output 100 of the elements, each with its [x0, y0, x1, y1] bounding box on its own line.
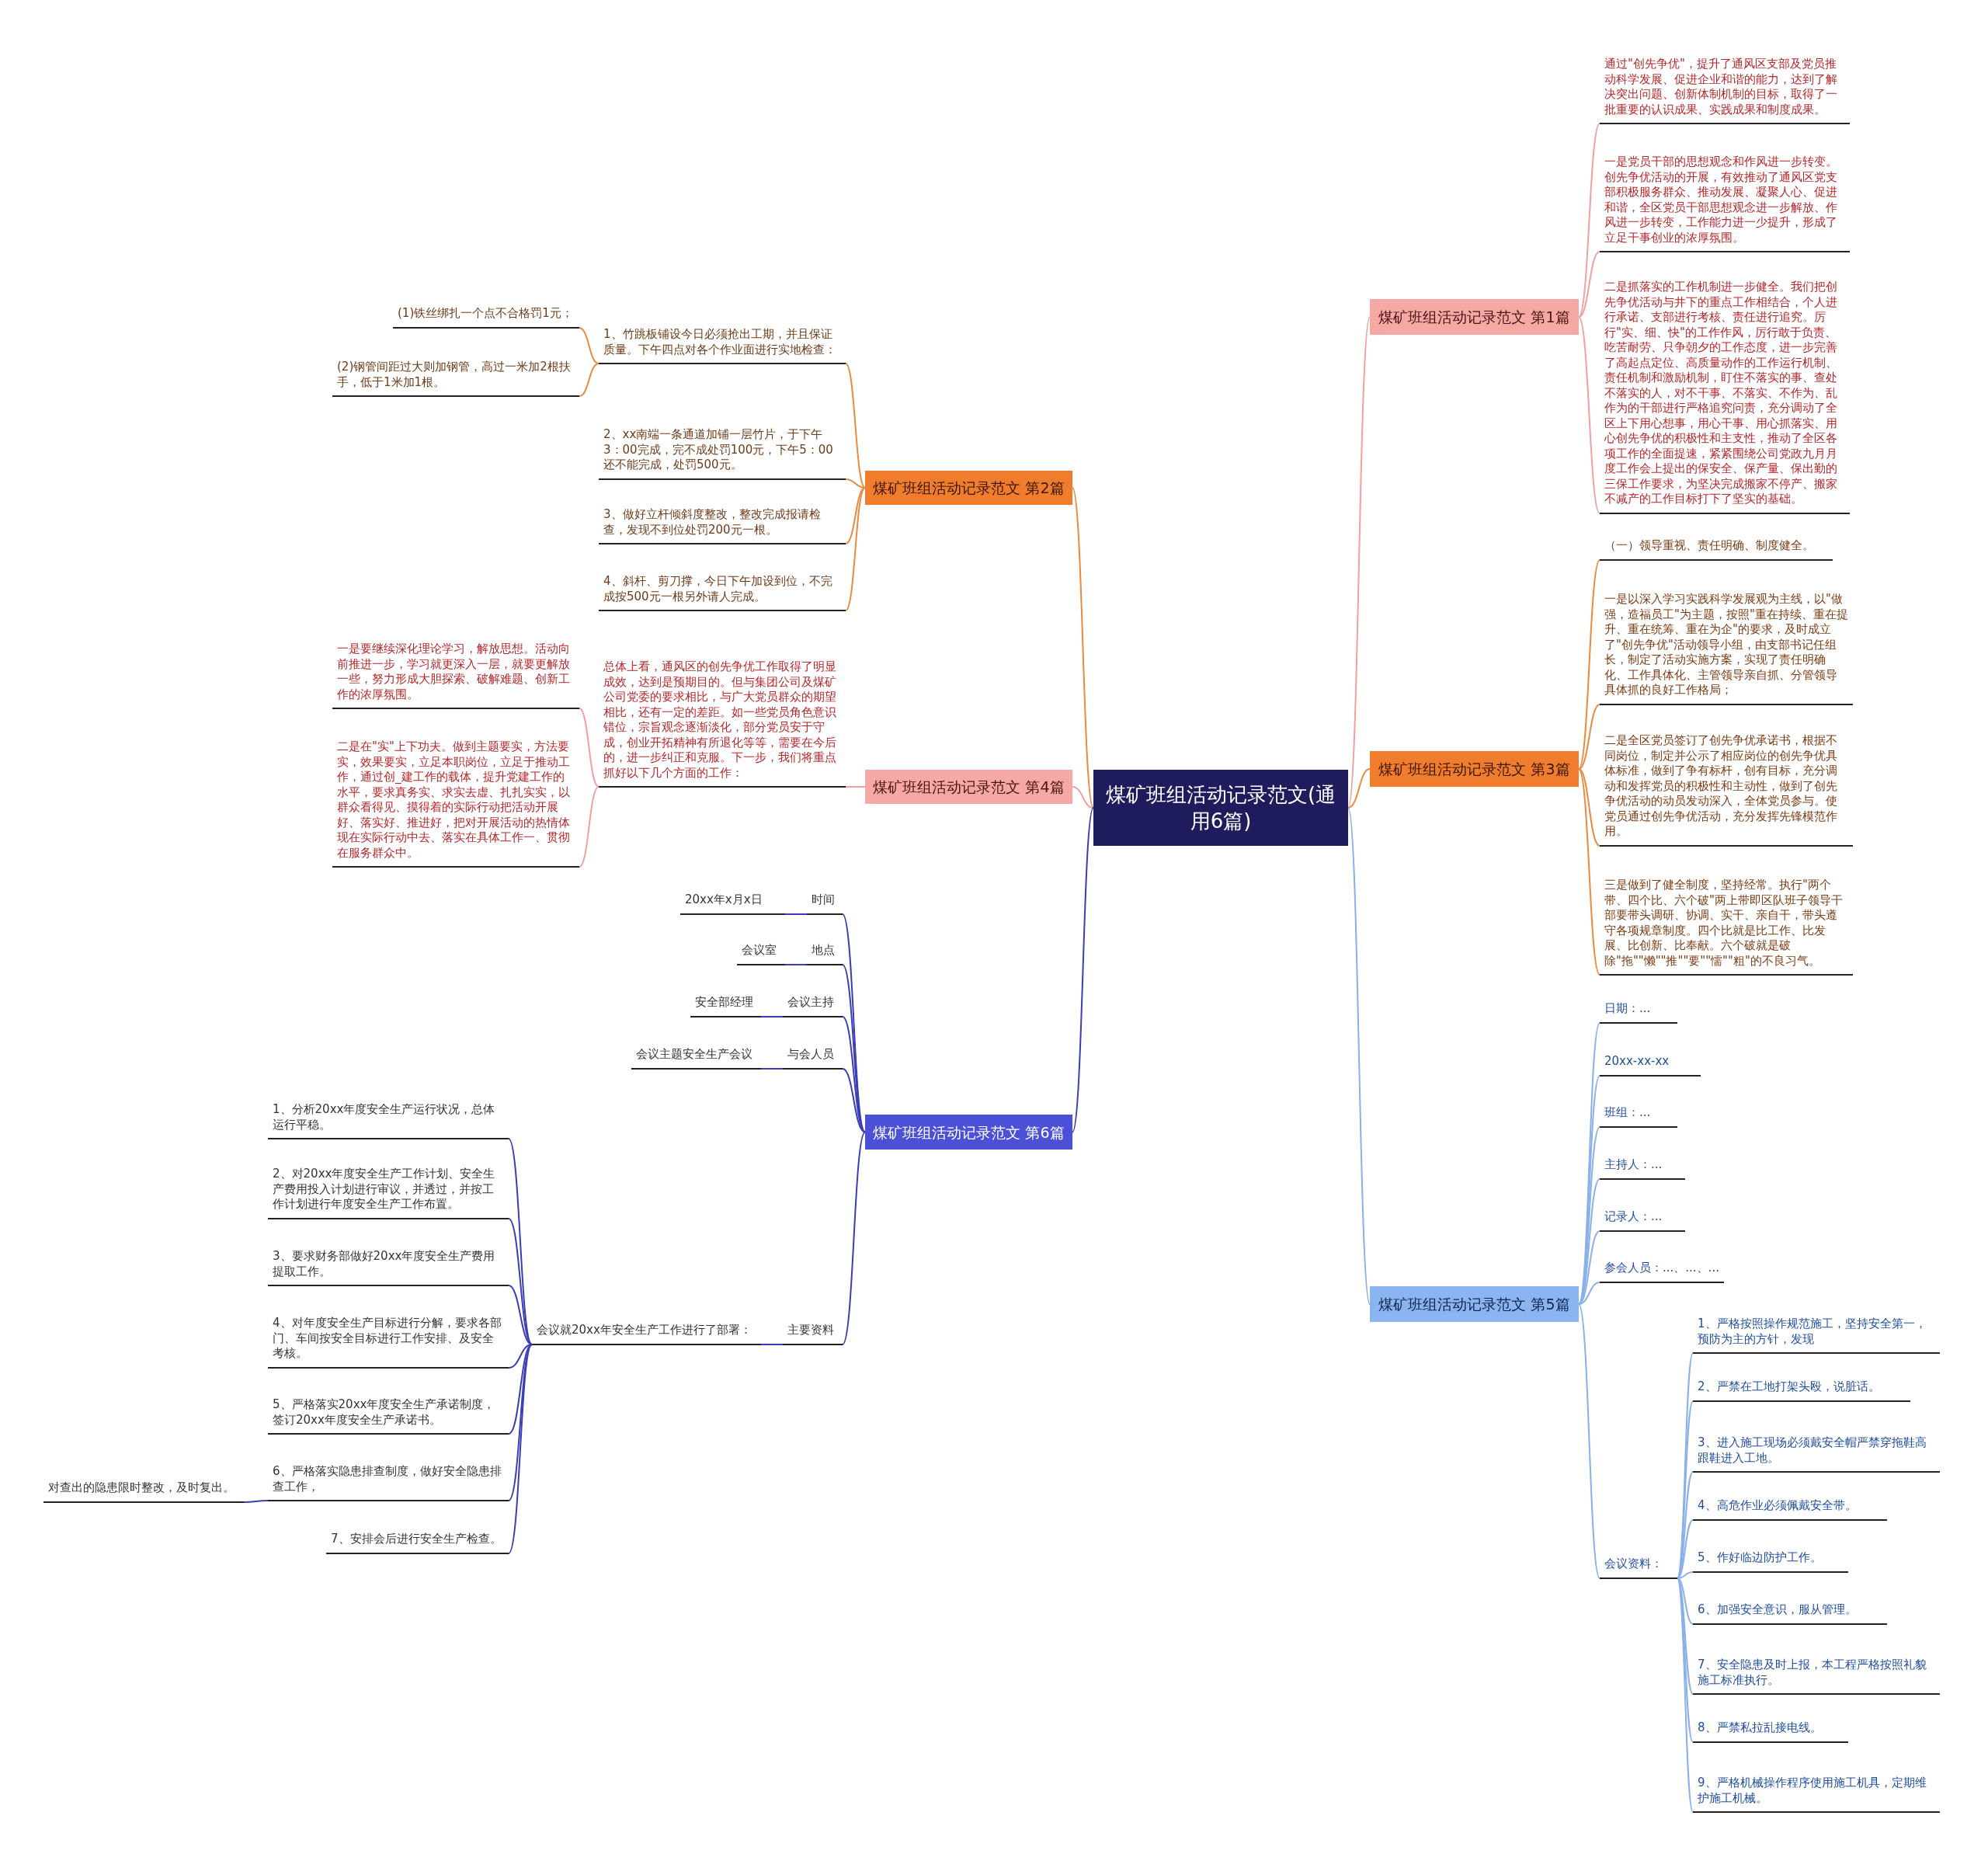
- subtopic-item: 1、竹跳板铺设今日必须抢出工期，并且保证质量。下午四点对各个作业面进行实地检查：: [599, 324, 846, 364]
- subtopic-item: 会议就20xx年安全生产工作进行了部署：: [532, 1320, 761, 1345]
- subtopic-item: 5、作好临边防护工作。: [1693, 1547, 1848, 1573]
- connector-line: [784, 964, 808, 965]
- subtopic-item: 主要资料: [783, 1320, 843, 1345]
- subtopic-item: 9、严格机械操作程序使用施工机具，定期维护施工机械。: [1693, 1772, 1940, 1813]
- subtopic-item: 一是以深入学习实践科学发展观为主线，以"做强，造福员工"为主题，按照"重在持续、重在提升、重在统筹、重在为企"的要求，及时成立了"创先争优"活动领导小组，由支部书记任组长，制定了活动实施方案，实现了责任明确化、工作具体化、主管领导亲自抓、分管领导具体抓的良好工作格局；: [1600, 589, 1853, 705]
- subtopic-item: 二是全区党员签订了创先争优承诺书，根据不同岗位，制定并公示了相应岗位的创先争优具体标准，做到了争有标杆，创有目标，充分调动和发挥党员的积极性和主动性，做到了创先争优活动的动员发动深入，全体党员参与。使党员通过创先争优活动，充分发挥先锋模范作用。: [1600, 730, 1853, 847]
- connector-line: [1072, 786, 1094, 809]
- subtopic-item: 7、安全隐患及时上报，本工程严格按照礼貌施工标准执行。: [1693, 1654, 1940, 1695]
- connector-line: [1072, 487, 1094, 809]
- connector-line: [1072, 807, 1094, 1133]
- subtopic-item: 记录人：...: [1600, 1206, 1685, 1232]
- connector-line: [1677, 1578, 1694, 1813]
- connector-line: [845, 363, 866, 489]
- connector-line: [1578, 1282, 1600, 1305]
- subtopic-item: 3、做好立杆倾斜度整改，整改完成报请检查，发现不到位处罚200元一根。: [599, 504, 846, 544]
- connector-line: [508, 1285, 533, 1345]
- subtopic-item: 2、严禁在工地打架头殴，说脏话。: [1693, 1376, 1910, 1402]
- subtopic-item: 参会人员：...、...、...: [1600, 1257, 1724, 1283]
- branch-topic-box: 煤矿班组活动记录范文 第6篇: [865, 1115, 1072, 1150]
- central-topic-box: 煤矿班组活动记录范文(通用6篇): [1093, 770, 1348, 846]
- subtopic-item: 2、对20xx年度安全生产工作计划、安全生产费用投入计划进行审议，并透过，并按工作计划进行年度安全生产工作布置。: [268, 1164, 509, 1219]
- connector-line: [1677, 1578, 1694, 1625]
- connector-line: [1578, 768, 1600, 976]
- connector-line: [842, 964, 866, 1133]
- subtopic-item: 20xx-xx-xx: [1600, 1051, 1701, 1077]
- connector-line: [1578, 559, 1600, 770]
- connector-line: [1578, 704, 1600, 770]
- connector-line: [1677, 1578, 1694, 1743]
- connector-line: [1347, 768, 1371, 809]
- subtopic-item: 与会人员: [783, 1044, 843, 1070]
- subtopic-item: 一是要继续深化理论学习，解放思想。活动向前推进一步，学习就更深入一层，就要更解放一些，努力形成大胆探索、破解难题、创新工作的浓厚氛围。: [332, 638, 579, 709]
- subtopic-item: 20xx年x月x日: [680, 889, 785, 915]
- branch-topic-box: 煤矿班组活动记录范文 第3篇: [1370, 751, 1579, 787]
- subtopic-item: 8、严禁私拉乱接电线。: [1693, 1717, 1848, 1743]
- subtopic-item: 二是在"实"上下功夫。做到主题要实，方法要实，效果要实，立足本职岗位，立足于推动工作，通过创_建工作的载体，提升党建工作的水平，要求真务实、求实去虚、扎扎实实，以群众看得见、摸得着的实际行动把活动开展好、落实好、推进好，把对开展活动的热情体现在实际行动中去、落实在具体工作一、贯彻在服务群众中。: [332, 736, 579, 868]
- connector-line: [845, 487, 866, 544]
- connector-line: [1578, 123, 1600, 318]
- subtopic-item: 会议资料：: [1600, 1553, 1677, 1579]
- subtopic-item: 3、进入施工现场必须戴安全帽严禁穿拖鞋高跟鞋进入工地。: [1693, 1432, 1940, 1473]
- connector-line: [1578, 251, 1600, 318]
- connector-line: [842, 1131, 866, 1345]
- subtopic-item: 6、严格落实隐患排查制度，做好安全隐患排查工作，: [268, 1461, 509, 1501]
- connector-line: [508, 1218, 533, 1345]
- subtopic-item: 6、加强安全意识，服从管理。: [1693, 1599, 1887, 1625]
- branch-topic-box: 煤矿班组活动记录范文 第4篇: [865, 770, 1072, 804]
- subtopic-item: 一是党员干部的思想观念和作风进一步转变。创先争优活动的开展，有效推动了通风区党支部积极服务群众、推动发展、凝聚人心、促进和谐，全区党员干部思想观念进一步解放、作风进一步转变，工作能力进一少提升，形成了立足干事创业的浓厚氛围。: [1600, 151, 1850, 252]
- connector-line: [1677, 1571, 1694, 1579]
- subtopic-item: 时间: [807, 889, 843, 915]
- subtopic-item: (1)铁丝绑扎一个点不合格罚1元；: [393, 303, 579, 329]
- subtopic-item: 三是做到了健全制度，坚持经常。执行"两个带、四个比、六个破"两上带即区队班子领导干部要带头调研、协调、实干、亲自干，带头遵守各项规章制度。四个比就是比工作、比发展、比创新、比奉献。六个破就是破除"拖""懒""推""要""懦""粗"的不良习气。: [1600, 875, 1853, 976]
- branch-topic-box: 煤矿班组活动记录范文 第5篇: [1370, 1286, 1579, 1322]
- subtopic-item: 二是抓落实的工作机制进一步健全。我们把创先争优活动与井下的重点工作相结合，个人进行承诺、支部进行考核、责任进行追究。厉行"实、细、快"的工作作风，厉行敢于负责、吃苦耐劳、只争朝夕的工作态度，进一步完善了高起点定位、高质量动作的工作运行机制、责任机制和激励机制，盯住不落实的事、查处不落实的人，对不干事、不落实、不作为、乱作为的干部进行严格追究问责，充分调动了全区上下用心想事，用心干事、用心抓落实、用心创先争优的积极性和主支性，推动了全区各项工作的全面提速，紧紧围绕公司党政九月月度工作会上提出的保安全、保产量、保出勤的三保工作要求，为坚决完成搬家不停产、搬家不减产的工作目标打下了坚实的基础。: [1600, 277, 1850, 514]
- subtopic-item: 1、分析20xx年度安全生产运行状况，总体运行平稳。: [268, 1099, 509, 1139]
- subtopic-item: 安全部经理: [690, 992, 761, 1017]
- connector-line: [845, 487, 866, 611]
- subtopic-item: 会议室: [737, 940, 785, 965]
- connector-line: [508, 1344, 533, 1369]
- connector-line: [1578, 316, 1600, 514]
- connector-line: [1677, 1519, 1694, 1579]
- connector-line: [579, 363, 600, 397]
- connector-line: [1677, 1578, 1694, 1695]
- subtopic-item: 班组：...: [1600, 1102, 1677, 1128]
- subtopic-item: 7、安排会后进行安全生产检查。: [326, 1529, 509, 1554]
- subtopic-item: 地点: [807, 940, 843, 965]
- subtopic-item: 4、斜杆、剪刀撑，今日下午加设到位，不完成按500元一根另外请人完成。: [599, 571, 846, 611]
- subtopic-item: 5、严格落实20xx年度安全生产承诺制度，签订20xx年度安全生产承诺书。: [268, 1394, 509, 1435]
- connector-line: [579, 327, 600, 364]
- subtopic-item: 会议主题安全生产会议: [631, 1044, 761, 1070]
- subtopic-item: 4、高危作业必须佩戴安全带。: [1693, 1495, 1887, 1521]
- subtopic-item: 通过"创先争优"，提升了通风区支部及党员推动科学发展、促进企业和谐的能力，达到了解决突出问题、创新体制机制的目标，取得了一批重要的认识成果、实践成果和制度成果。: [1600, 54, 1850, 124]
- connector-line: [845, 786, 866, 788]
- connector-line: [760, 1344, 784, 1345]
- subtopic-item: 对查出的隐患限时整改，及时复出。: [43, 1477, 244, 1503]
- connector-line: [1578, 768, 1600, 847]
- subtopic-item: 总体上看，通风区的创先争优工作取得了明显成效，达到是预期目的。但与集团公司及煤矿公司党委的要求相比，与广大党员群众的期望相比，还有一定的差距。如一些党员角色意识错位，宗旨观念逐渐淡化，部分党员安于守成，创业开拓精神有所退化等等，需要在今后的，进一步纠正和克服。下一步，我们将重点抓好以下几个方面的工作：: [599, 656, 846, 788]
- connector-line: [760, 1016, 784, 1017]
- connector-line: [1578, 1303, 1600, 1579]
- connector-line: [579, 708, 600, 788]
- connector-line: [784, 913, 808, 915]
- subtopic-item: 2、xx南端一条通道加铺一层竹片，于下午3：00完成，完不成处罚100元，下午5：00还不能完成，处罚500元。: [599, 424, 846, 480]
- subtopic-item: 会议主持: [783, 992, 843, 1017]
- connector-line: [508, 1344, 533, 1435]
- subtopic-item: 主持人：...: [1600, 1154, 1685, 1180]
- branch-topic-box: 煤矿班组活动记录范文 第2篇: [865, 471, 1072, 505]
- subtopic-item: 4、对年度安全生产目标进行分解，要求各部门、车间按安全目标进行工作安排、及安全考核。: [268, 1313, 509, 1369]
- subtopic-item: (2)钢管间距过大则加钢管，高过一米加2根扶手，低于1米加1根。: [332, 357, 579, 397]
- subtopic-item: （一）领导重视、责任明确、制度健全。: [1600, 535, 1833, 561]
- connector-line: [579, 786, 600, 868]
- subtopic-item: 1、严格按照操作规范施工，坚持安全第一，预防为主的方针，发现: [1693, 1313, 1940, 1354]
- connector-line: [842, 1068, 866, 1133]
- subtopic-item: 日期：...: [1600, 998, 1677, 1024]
- connector-line: [1677, 1352, 1694, 1579]
- subtopic-item: 3、要求财务部做好20xx年度安全生产费用提取工作。: [268, 1246, 509, 1286]
- branch-topic-box: 煤矿班组活动记录范文 第1篇: [1370, 299, 1579, 335]
- connector-line: [508, 1344, 533, 1554]
- connector-line: [760, 1068, 784, 1070]
- connector-line: [243, 1500, 269, 1503]
- connector-line: [845, 478, 866, 489]
